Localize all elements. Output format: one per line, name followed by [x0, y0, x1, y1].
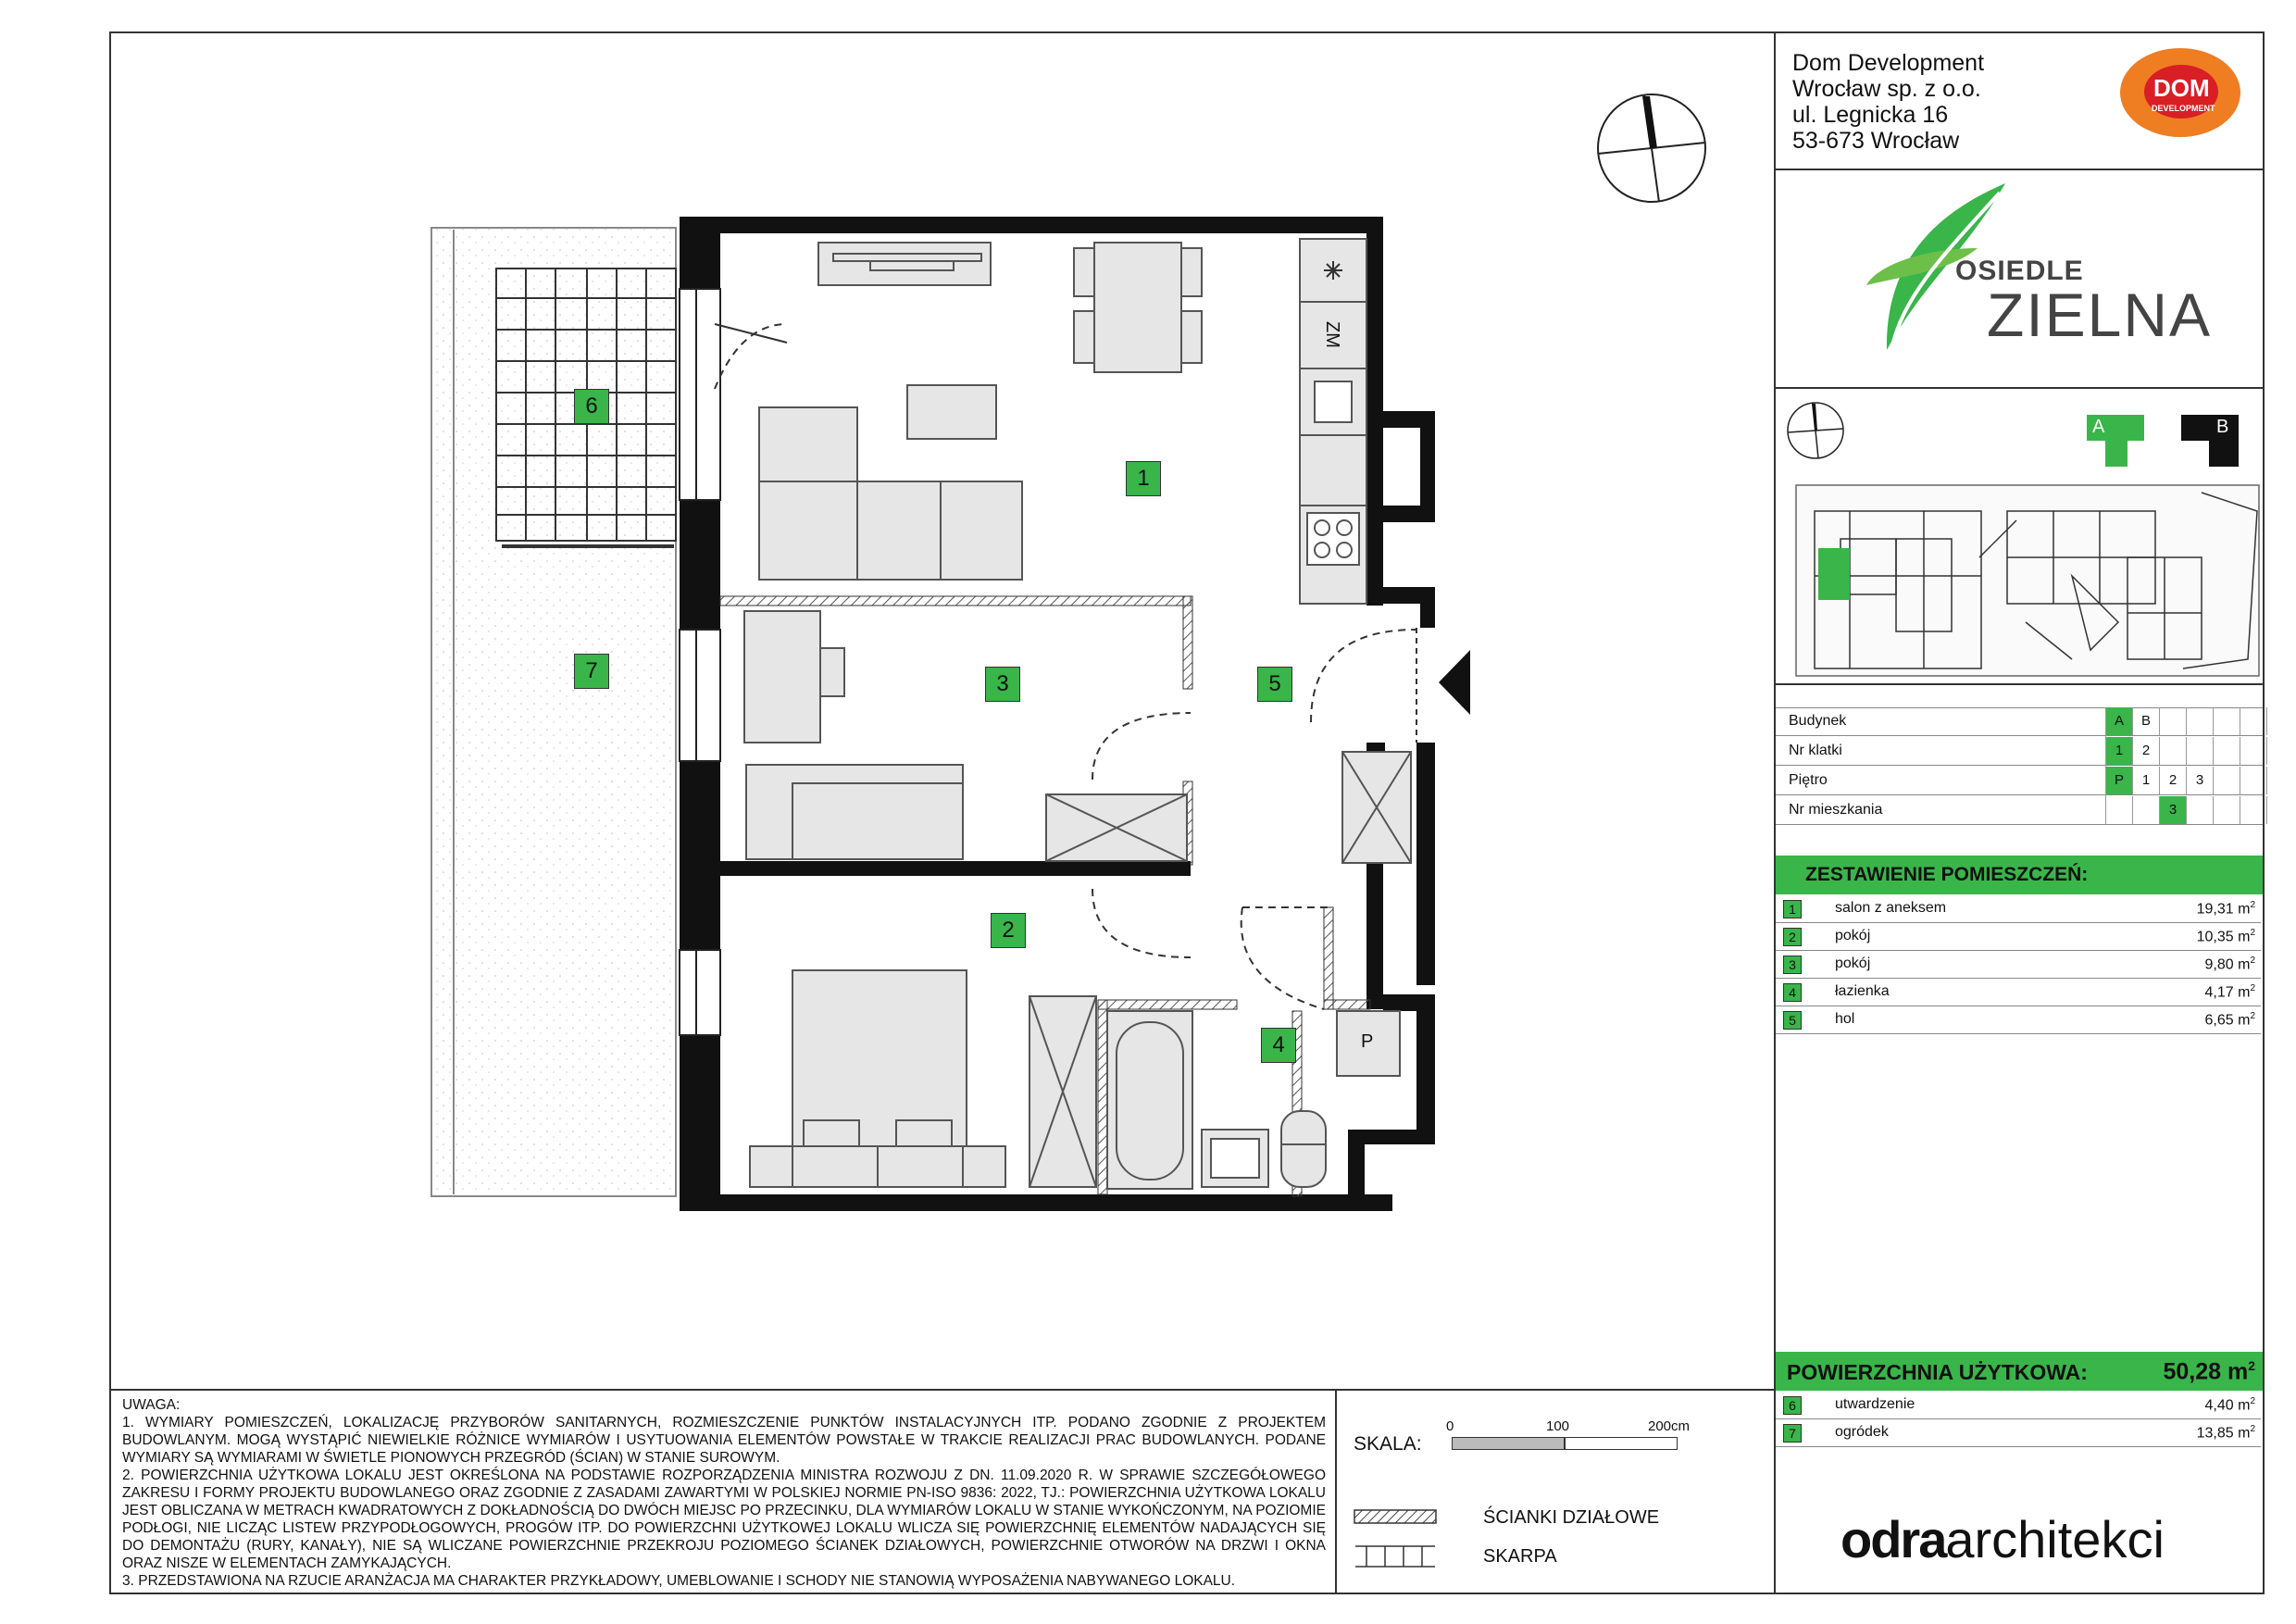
terrace-tiles [495, 268, 677, 542]
note-1: 1. WYMIARY POMIESZCZEŃ, LOKALIZACJĘ PRZY… [122, 1415, 1326, 1466]
legend-partition-label: ŚCIANKI DZIAŁOWE [1483, 1507, 1660, 1528]
notes-divider [109, 1389, 1776, 1391]
note-3: 3. PRZEDSTAWIONA NA RZUCIE ARANŻACJA MA … [122, 1573, 1236, 1589]
scale-label: SKALA: [1354, 1433, 1422, 1455]
unit-info-table: Budynek Nr klatki Piętro Nr mieszkania A… [1776, 707, 2267, 828]
building-b-key: B [2181, 415, 2239, 467]
developer-address: Dom Development Wrocław sp. z o.o. ul. L… [1792, 50, 1985, 154]
scale-bar [1452, 1437, 1565, 1450]
architect-logo: odraarchitekci [1841, 1510, 2165, 1568]
floor-plan-drawing [430, 94, 1706, 1211]
legend-slope-label: SKARPA [1483, 1546, 1557, 1567]
notes: UWAGA: 1. WYMIARY POMIESZCZEŃ, LOKALIZAC… [122, 1396, 1326, 1590]
legend-slope-swatch [1355, 1545, 1435, 1568]
site-plan-thumbnail [1795, 484, 2260, 677]
sheet-border [109, 31, 2265, 1594]
scale-tick-200: 200cm [1648, 1418, 1691, 1434]
scale-tick-100: 100 [1546, 1418, 1570, 1434]
room-tag-4: 4 [1261, 1028, 1296, 1063]
room-tag-3: 3 [985, 667, 1020, 702]
entrance-arrow-icon [1439, 650, 1470, 715]
furniture [743, 238, 1412, 1190]
notes-title: UWAGA: [122, 1397, 181, 1413]
leaf-logo-icon [1866, 183, 2005, 350]
project-logo-line2: ZIELNA [1987, 281, 2213, 349]
notes-vertical-divider [1335, 1389, 1337, 1594]
panel-divider [1774, 31, 1776, 1594]
note-2: 2. POWIERZCHNIA UŻYTKOWA LOKALU JEST OKR… [122, 1468, 1326, 1571]
scale-tick-0: 0 [1446, 1418, 1454, 1434]
mini-north-arrow-icon [1787, 402, 1844, 459]
door-swings [714, 323, 1417, 1010]
fridge-snowflake-icon [1324, 261, 1342, 280]
project-logo-line1: OSIEDLE [1955, 256, 2084, 286]
legend-partition-swatch [1354, 1509, 1437, 1524]
shaft-label: P [1361, 1031, 1374, 1052]
developer-logo: DOM DEVELOPMENT [2120, 48, 2240, 137]
building-a-key: A [2087, 415, 2144, 467]
windows [679, 288, 721, 1036]
total-area-bar: POWIERZCHNIA UŻYTKOWA: 50,28 m2 [1776, 1352, 2263, 1391]
north-arrow-icon [1597, 94, 1706, 203]
room-tag-7: 7 [574, 654, 609, 689]
microwave-label: ZM [1321, 321, 1342, 348]
room-tag-1: 1 [1126, 461, 1161, 496]
room-tag-6: 6 [574, 389, 609, 424]
rooms-header: ZESTAWIENIE POMIESZCZEŃ: [1776, 856, 2263, 894]
room-tag-5: 5 [1257, 667, 1292, 702]
exterior-walls [680, 217, 1435, 1211]
garden-area [430, 227, 677, 1197]
room-tag-2: 2 [991, 913, 1026, 948]
